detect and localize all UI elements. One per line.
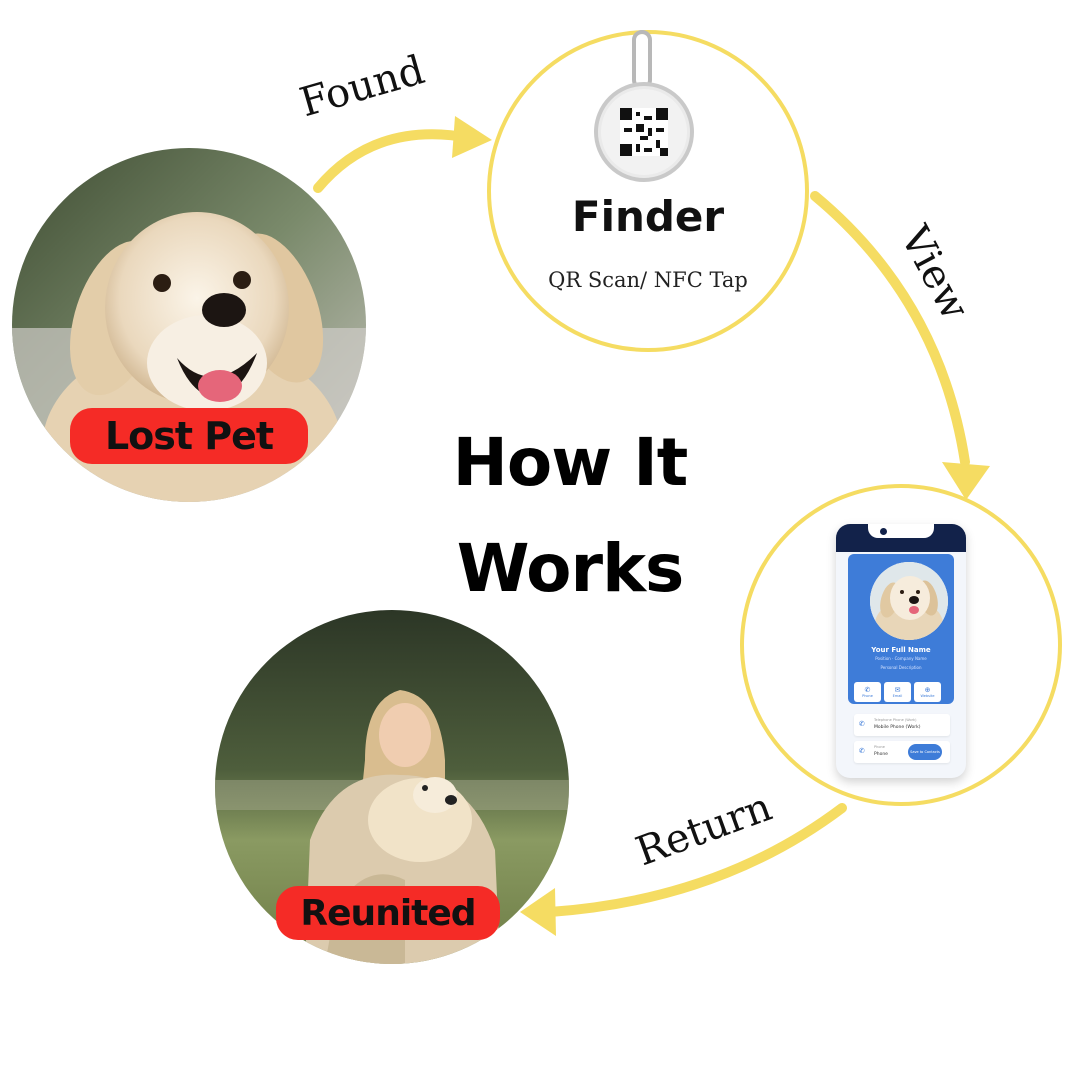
finder-subtitle: QR Scan/ NFC Tap [548,268,748,292]
website-button[interactable]: ⊕Website [914,682,941,702]
phone-icon: ✆ [859,720,865,728]
avatar [870,562,948,640]
profile-card [848,554,954,704]
arrow-view [810,191,970,467]
phone-mockup: Your Full Name Position · Company Name P… [836,524,966,778]
arrow-found [313,129,475,193]
contact-row[interactable]: ✆ Telephone Phone (Work) Mobile Phone (W… [854,714,950,736]
phone-notch [868,524,934,538]
phone-icon: ✆ [864,686,871,694]
camera-icon [880,528,887,535]
phone-icon: ✆ [859,747,865,755]
arrow-found-head [452,116,492,158]
page-title: How It Works [452,424,689,607]
reunited-label: Reunited [276,886,500,940]
save-contact-button[interactable]: Save to Contacts [908,744,942,760]
lost-pet-label: Lost Pet [70,408,308,464]
finder-title: Finder [571,192,725,241]
arrow-view-head [942,462,990,500]
profile-name: Your Full Name [871,646,931,654]
reunited-photo [215,610,569,964]
globe-icon: ⊕ [924,686,931,694]
email-button[interactable]: ✉Email [884,682,911,702]
arrow-return [545,803,847,917]
profile-description: Personal Description [880,665,922,670]
phone-button[interactable]: ✆Phone [854,682,881,702]
mail-icon: ✉ [894,686,901,694]
tag-keyring [632,30,652,90]
profile-position: Position · Company Name [875,656,927,661]
arrow-return-head [520,888,556,936]
qr-code-icon [620,108,668,156]
